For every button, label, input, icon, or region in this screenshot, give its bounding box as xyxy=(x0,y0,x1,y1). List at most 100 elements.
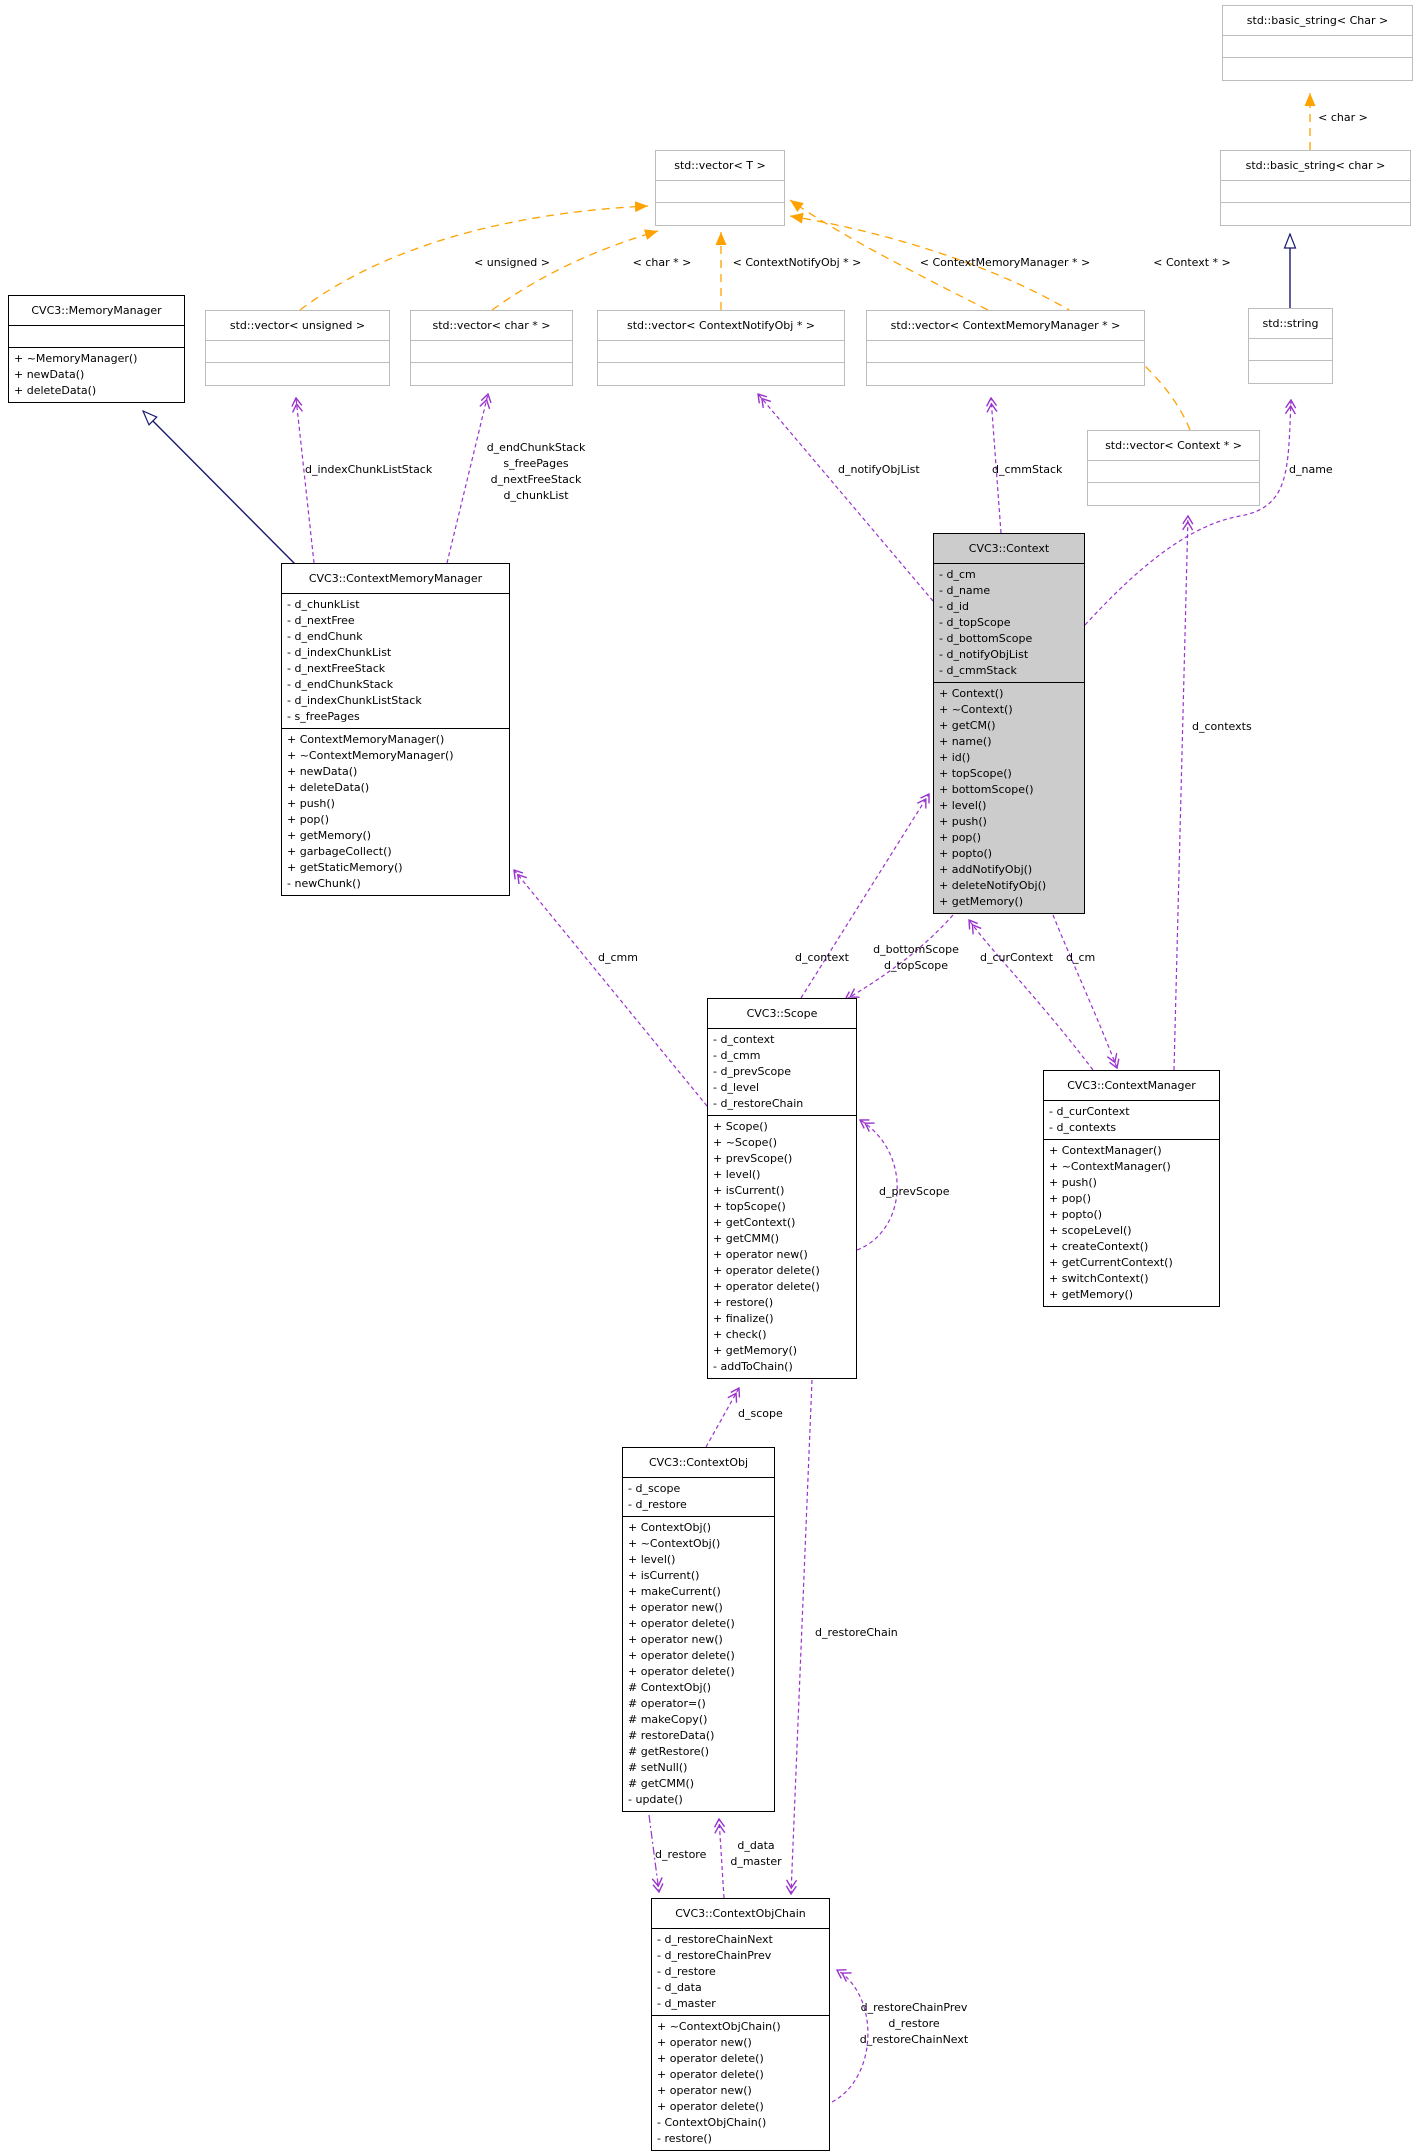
class-title: std::vector< char * > xyxy=(411,311,572,341)
class-vector-T[interactable]: std::vector< T > xyxy=(655,150,785,226)
class-context-memory-manager[interactable]: CVC3::ContextMemoryManager - d_chunkList… xyxy=(281,563,510,896)
edge-label-template-cmm: < ContextMemoryManager * > xyxy=(919,256,1091,269)
attributes xyxy=(9,326,184,348)
class-basic-string-Char[interactable]: std::basic_string< Char > xyxy=(1222,5,1413,81)
edge-d-scope xyxy=(705,1388,739,1448)
methods xyxy=(598,363,844,385)
edge-d-name xyxy=(1084,400,1291,626)
member: - d_chunkList xyxy=(287,598,360,611)
attributes: - d_cm- d_name- d_id- d_topScope- d_bott… xyxy=(934,564,1084,683)
member: + deleteNotifyObj() xyxy=(939,879,1047,892)
member: + ~ContextObj() xyxy=(628,1537,721,1550)
member: + operator delete() xyxy=(628,1649,735,1662)
member: + getCurrentContext() xyxy=(1049,1256,1173,1269)
methods xyxy=(1223,58,1412,80)
class-vector-context-ptr[interactable]: std::vector< Context * > xyxy=(1087,430,1260,506)
attributes xyxy=(598,341,844,363)
class-std-string[interactable]: std::string xyxy=(1248,308,1333,384)
member: + pop() xyxy=(1049,1192,1091,1205)
edge-label-d-indexChunkListStack: d_indexChunkListStack xyxy=(305,463,433,476)
edge-label-d-scope: d_scope xyxy=(738,1407,783,1420)
edge-label-template-char-ptr: < char * > xyxy=(632,256,692,269)
attributes xyxy=(411,341,572,363)
edge-d-cmmStack xyxy=(991,398,1002,534)
member: + deleteData() xyxy=(287,781,370,794)
member: + popto() xyxy=(1049,1208,1103,1221)
methods xyxy=(206,363,389,385)
member: + getCMM() xyxy=(713,1232,780,1245)
class-title: std::basic_string< char > xyxy=(1221,151,1410,181)
class-vector-char-ptr[interactable]: std::vector< char * > xyxy=(410,310,573,386)
class-vector-unsigned[interactable]: std::vector< unsigned > xyxy=(205,310,390,386)
member: - d_nextFreeStack xyxy=(287,662,386,675)
member: + makeCurrent() xyxy=(628,1585,721,1598)
class-title: std::vector< T > xyxy=(656,151,784,181)
member: - d_restore xyxy=(657,1965,716,1978)
class-basic-string-char[interactable]: std::basic_string< char > xyxy=(1220,150,1411,226)
edge-inherit-memorymanager xyxy=(143,411,297,566)
member: - d_restoreChainNext xyxy=(657,1933,773,1946)
edge-label-line: d_nextFreeStack xyxy=(490,473,582,486)
class-title: CVC3::ContextMemoryManager xyxy=(282,564,509,594)
class-context-obj[interactable]: CVC3::ContextObj - d_scope- d_restore + … xyxy=(622,1447,775,1812)
member: - d_notifyObjList xyxy=(939,648,1029,661)
member: + bottomScope() xyxy=(939,783,1034,796)
member: + garbageCollect() xyxy=(287,845,392,858)
member: + topScope() xyxy=(939,767,1012,780)
edge-d-cm xyxy=(1052,914,1117,1068)
member: + operator delete() xyxy=(713,1280,820,1293)
member: + operator delete() xyxy=(628,1665,735,1678)
class-vector-contextmemorymanager[interactable]: std::vector< ContextMemoryManager * > xyxy=(866,310,1145,386)
methods: + ContextMemoryManager()+ ~ContextMemory… xyxy=(282,729,509,895)
edge-d-contexts xyxy=(1173,516,1188,1071)
attributes xyxy=(1249,339,1332,361)
attributes: - d_scope- d_restore xyxy=(623,1478,774,1517)
member: - restore() xyxy=(657,2132,712,2145)
methods xyxy=(656,203,784,225)
class-context-manager[interactable]: CVC3::ContextManager - d_curContext- d_c… xyxy=(1043,1070,1220,1307)
edge-label-d-notifyObjList: d_notifyObjList xyxy=(838,463,920,476)
edge-label-template-context: < Context * > xyxy=(1153,256,1231,269)
member: + ~Scope() xyxy=(713,1136,778,1149)
member: + ContextObj() xyxy=(628,1521,712,1534)
class-context[interactable]: CVC3::Context - d_cm- d_name- d_id- d_to… xyxy=(933,533,1085,914)
class-memory-manager[interactable]: CVC3::MemoryManager + ~MemoryManager()+ … xyxy=(8,295,185,403)
member: + isCurrent() xyxy=(713,1184,785,1197)
member: - d_prevScope xyxy=(713,1065,791,1078)
methods xyxy=(867,363,1144,385)
edge-label-line: d_master xyxy=(730,1855,782,1868)
member: + name() xyxy=(939,735,992,748)
member: + ~ContextObjChain() xyxy=(657,2020,781,2033)
class-context-obj-chain[interactable]: CVC3::ContextObjChain - d_restoreChainNe… xyxy=(651,1898,830,2151)
member: + level() xyxy=(628,1553,676,1566)
member: + restore() xyxy=(713,1296,774,1309)
member: + operator delete() xyxy=(628,1617,735,1630)
attributes xyxy=(656,181,784,203)
member: + pop() xyxy=(287,813,329,826)
edge-d-restoreChain xyxy=(791,1379,813,1894)
edge-label-d-prevScope: d_prevScope xyxy=(879,1185,950,1198)
methods: + ContextManager()+ ~ContextManager()+ p… xyxy=(1044,1140,1219,1306)
member: + getContext() xyxy=(713,1216,796,1229)
attributes xyxy=(1223,36,1412,58)
edge-restoreChain-self xyxy=(831,1970,869,2103)
class-title: std::string xyxy=(1249,309,1332,339)
class-scope[interactable]: CVC3::Scope - d_context- d_cmm- d_prevSc… xyxy=(707,998,857,1379)
class-vector-contextnotifyobj[interactable]: std::vector< ContextNotifyObj * > xyxy=(597,310,845,386)
edge-template-context xyxy=(789,212,1191,431)
edge-label-d-cm: d_cm xyxy=(1066,951,1096,964)
member: + level() xyxy=(713,1168,761,1181)
member: - update() xyxy=(628,1793,683,1806)
edge-d-topScope-bottomScope xyxy=(845,914,954,1000)
attributes xyxy=(1088,461,1259,483)
class-title: CVC3::ContextObjChain xyxy=(652,1899,829,1929)
member: # ContextObj() xyxy=(628,1681,712,1694)
attributes: - d_restoreChainNext- d_restoreChainPrev… xyxy=(652,1929,829,2016)
edge-d-data-d-master xyxy=(719,1819,724,1899)
edge-label-line: d_bottomScope xyxy=(873,943,959,956)
class-title: CVC3::ContextObj xyxy=(623,1448,774,1478)
member: - d_restoreChain xyxy=(713,1097,804,1110)
